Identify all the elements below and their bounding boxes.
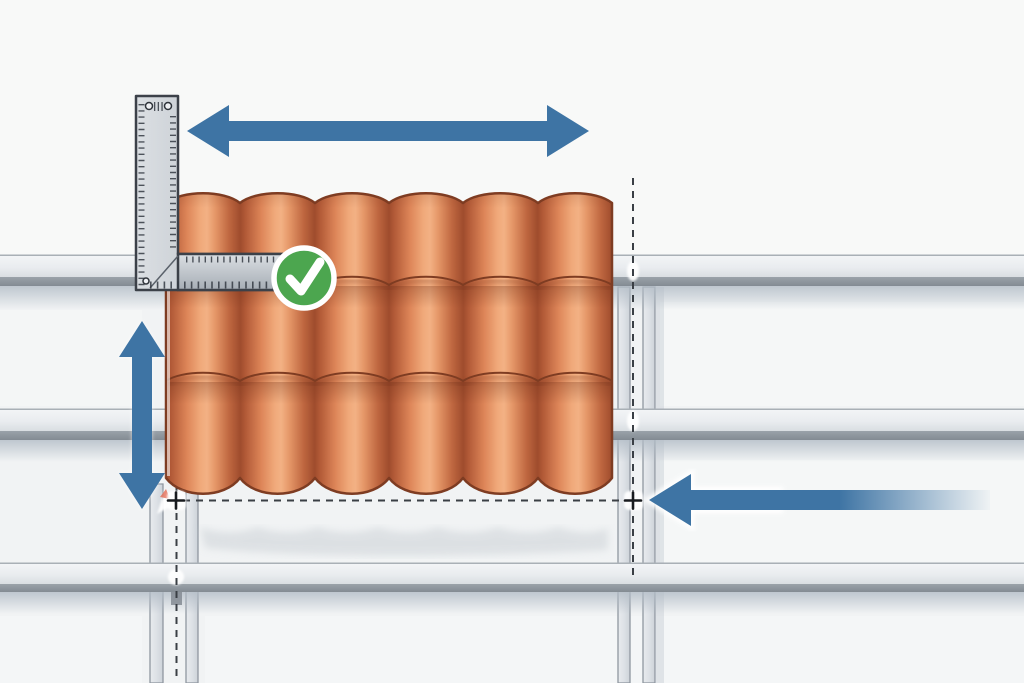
height-arrow [119, 321, 165, 509]
cross-marker-right [623, 491, 643, 510]
fastener-marker [627, 411, 639, 431]
stud-shadow [655, 287, 664, 683]
offset-arrow [642, 467, 990, 533]
check-badge [271, 245, 337, 311]
guide-lines [175, 178, 634, 680]
double-arrow-horizontal-icon [187, 105, 589, 157]
wall-panel [660, 302, 1024, 406]
wall-panel [0, 616, 142, 683]
double-arrow-vertical-icon [119, 321, 165, 509]
cross-markers [166, 491, 643, 510]
square-corner-hole [142, 277, 150, 285]
tile-row-line-2 [165, 371, 613, 383]
stud-right-b [642, 286, 656, 683]
corner-marker-flag [157, 489, 173, 514]
square-hole [163, 101, 173, 111]
square-hole [144, 101, 154, 111]
width-arrow [187, 105, 589, 157]
checkmark-icon [285, 257, 325, 296]
check-circle [271, 245, 337, 311]
tile-panel [164, 192, 614, 495]
arrow-left-icon [649, 474, 990, 526]
tile-surface [166, 193, 612, 494]
stud-right-a [617, 286, 631, 683]
guide-markers [168, 261, 639, 605]
guide-nub [171, 592, 182, 605]
fastener-marker [168, 569, 184, 585]
wall-panel [205, 616, 1024, 683]
square-corner-bevel [149, 255, 179, 289]
cross-marker-left [166, 491, 186, 510]
batten-bottom [0, 562, 1024, 614]
tile-shadow [200, 527, 608, 556]
wall-panel [0, 310, 142, 406]
